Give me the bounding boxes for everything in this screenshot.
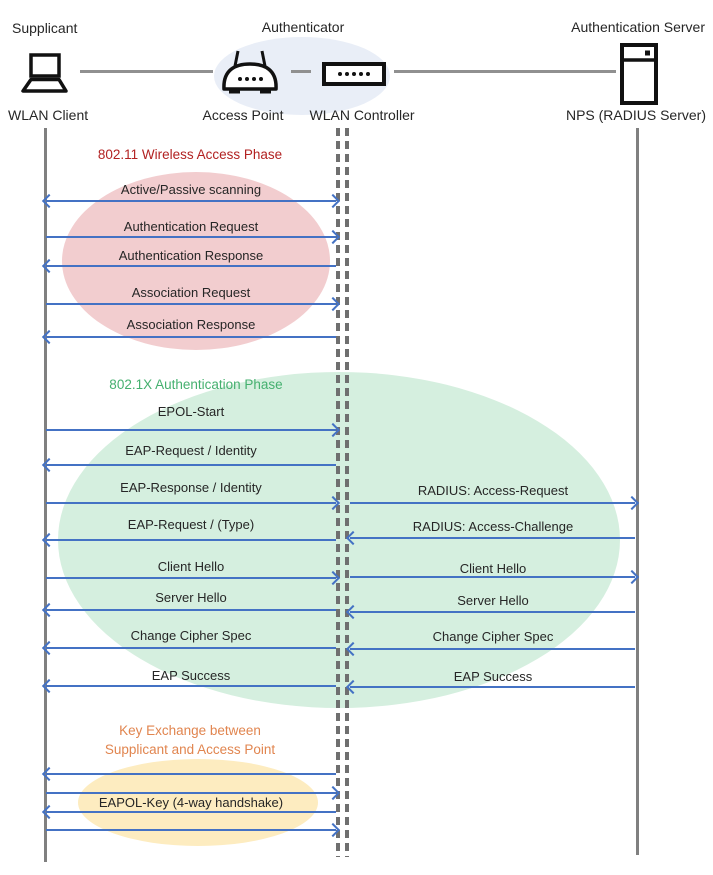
message-label: Server Hello [457, 593, 529, 608]
role-supplicant: Supplicant [12, 20, 78, 36]
connector-ap-controller [291, 70, 311, 73]
message-label: Association Response [126, 317, 256, 332]
message-arrow [46, 336, 336, 338]
message-label: EAP Success [453, 669, 533, 684]
message-arrow [46, 464, 336, 466]
message-arrow [350, 537, 635, 539]
message-arrow [46, 773, 336, 775]
role-authenticator: Authenticator [261, 19, 345, 35]
message-label: EAP-Request / Identity [125, 443, 257, 458]
lifeline-supplicant [44, 128, 47, 862]
message-label: Server Hello [155, 590, 227, 605]
server-icon [620, 43, 658, 110]
message-label: Association Request [131, 285, 251, 300]
wlan-controller-icon [322, 62, 386, 91]
message-label: Client Hello [157, 559, 225, 574]
message-label: EAPOL-Key (4-way handshake) [98, 795, 284, 810]
message-arrow [46, 792, 336, 794]
message-arrow [350, 686, 635, 688]
message-label: RADIUS: Access-Request [417, 483, 569, 498]
message-label: EAP-Response / Identity [120, 480, 262, 495]
lifeline-access-point [336, 128, 340, 857]
message-arrow [46, 502, 336, 504]
phase2-title: 802.1X Authentication Phase [109, 377, 283, 392]
message-arrow [46, 539, 336, 541]
message-arrow [46, 577, 336, 579]
message-label: EAP Success [151, 668, 231, 683]
lifeline-wlan-controller [345, 128, 349, 857]
message-arrow [46, 200, 336, 202]
message-arrow [46, 429, 336, 431]
message-label: EAP-Request / (Type) [127, 517, 255, 532]
phase3-title-line2: Supplicant and Access Point [104, 742, 276, 757]
device-nps-radius-server: NPS (RADIUS Server) [565, 107, 706, 123]
message-label: Client Hello [459, 561, 527, 576]
message-label: Change Cipher Spec [432, 629, 554, 644]
message-arrow [350, 502, 635, 504]
message-arrow [46, 303, 336, 305]
message-label: Active/Passive scanning [120, 182, 262, 197]
message-arrow [46, 647, 336, 649]
message-label: Authentication Response [118, 248, 264, 263]
connector-client-ap [80, 70, 213, 73]
message-arrow [350, 576, 635, 578]
message-arrow [46, 265, 336, 267]
message-arrow [46, 609, 336, 611]
message-arrow [350, 648, 635, 650]
lifeline-radius-server [636, 128, 639, 855]
device-wlan-controller: WLAN Controller [309, 107, 415, 123]
message-label: Change Cipher Spec [130, 628, 252, 643]
message-arrow [46, 685, 336, 687]
message-arrow [46, 236, 336, 238]
role-authentication-server: Authentication Server [571, 19, 705, 35]
message-arrow [350, 611, 635, 613]
laptop-icon [14, 52, 74, 101]
message-arrow [46, 811, 336, 813]
message-arrow [46, 829, 336, 831]
phase3-title-line1: Key Exchange between [119, 723, 261, 738]
message-label: EPOL-Start [157, 404, 225, 419]
access-point-icon [217, 49, 283, 100]
message-label: RADIUS: Access-Challenge [412, 519, 574, 534]
device-wlan-client: WLAN Client [8, 107, 89, 123]
device-access-point: Access Point [202, 107, 284, 123]
phase1-title: 802.11 Wireless Access Phase [97, 147, 283, 162]
message-label: Authentication Request [123, 219, 259, 234]
connector-controller-server [394, 70, 616, 73]
